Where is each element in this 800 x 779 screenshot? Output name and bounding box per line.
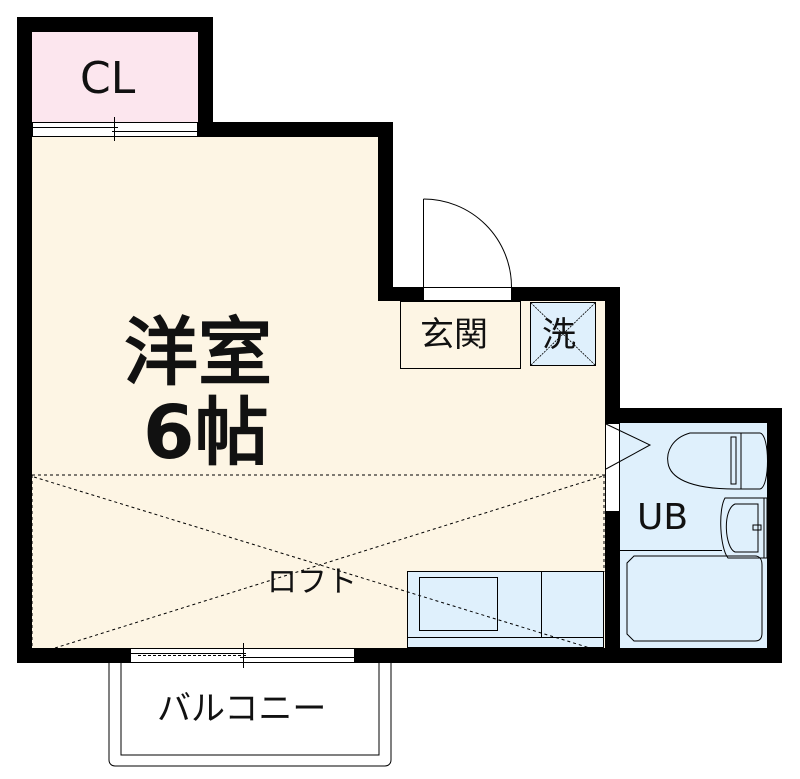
closet-sliding-door [32, 117, 198, 141]
sink [620, 497, 768, 559]
balcony-label: バルコニー [157, 689, 327, 729]
wall-left [17, 17, 32, 663]
wall-closet-top [17, 17, 213, 32]
unit-bath-label: UB [637, 497, 689, 538]
wall-entrance-top-left [378, 287, 423, 301]
wall-bath-left [605, 512, 620, 663]
balcony-outline [108, 663, 392, 767]
western-room-size: 6帖 [143, 390, 269, 476]
entrance-area [400, 301, 521, 369]
entrance-door [423, 198, 512, 301]
wall-bottom-left [17, 648, 130, 663]
closet-area [32, 32, 198, 122]
kitchen-counter [407, 571, 604, 648]
wall-room-top [198, 122, 393, 137]
wall-bottom-right [355, 648, 782, 663]
wall-bath-right [767, 408, 782, 663]
kitchen-details [407, 571, 604, 638]
western-room-label: 洋室 [124, 310, 272, 396]
western-room-area [32, 137, 378, 648]
toilet [667, 432, 768, 490]
wall-bath-top [605, 408, 782, 423]
wall-entrance-top-right [512, 287, 620, 301]
entrance-label: 玄関 [420, 315, 488, 355]
washer-label: 洗 [542, 315, 576, 355]
bath-door [605, 423, 652, 512]
bathtub [626, 555, 763, 642]
loft-outline [31, 474, 605, 649]
unit-bath-area [620, 423, 767, 648]
wall-entrance-right [605, 287, 620, 423]
closet-label: CL [80, 53, 136, 104]
balcony-window [130, 643, 355, 668]
loft-label: ロフト [267, 565, 357, 600]
wall-room-right-upper [378, 122, 393, 300]
wall-closet-right [198, 17, 213, 137]
